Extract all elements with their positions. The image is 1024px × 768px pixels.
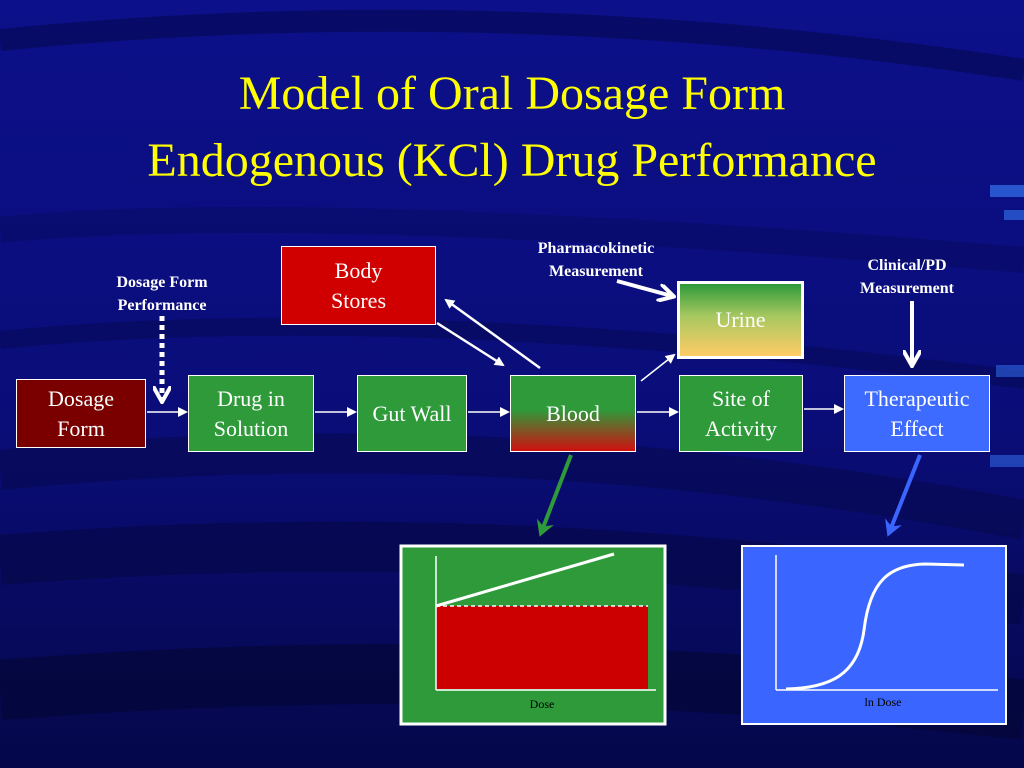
body-stores-box: Body Stores (281, 246, 436, 325)
slide-title-line-2: Endogenous (KCl) Drug Performance (147, 134, 877, 187)
ln-dose-axis-label: ln Dose (864, 695, 902, 709)
dose-axis-label: Dose (529, 697, 555, 711)
dosage-form-performance-label: Dosage Form Performance (116, 274, 208, 314)
pharmacokinetic-measurement-label: Pharmacokinetic Measurement (537, 240, 655, 280)
urine-box: Urine (677, 281, 804, 359)
clinical-pd-measurement-label: Clinical/PD Measurement (860, 257, 954, 297)
blood-box: Blood (510, 375, 636, 452)
therapeutic-effect-box: Therapeutic Effect (844, 375, 990, 452)
site-of-activity-box: Site of Activity (679, 375, 803, 452)
slide-title-line-1: Model of Oral Dosage Form (238, 67, 786, 120)
drug-in-solution-box: Drug in Solution (188, 375, 314, 452)
dosage-form-box: Dosage Form (16, 379, 146, 448)
gut-wall-box: Gut Wall (357, 375, 467, 452)
